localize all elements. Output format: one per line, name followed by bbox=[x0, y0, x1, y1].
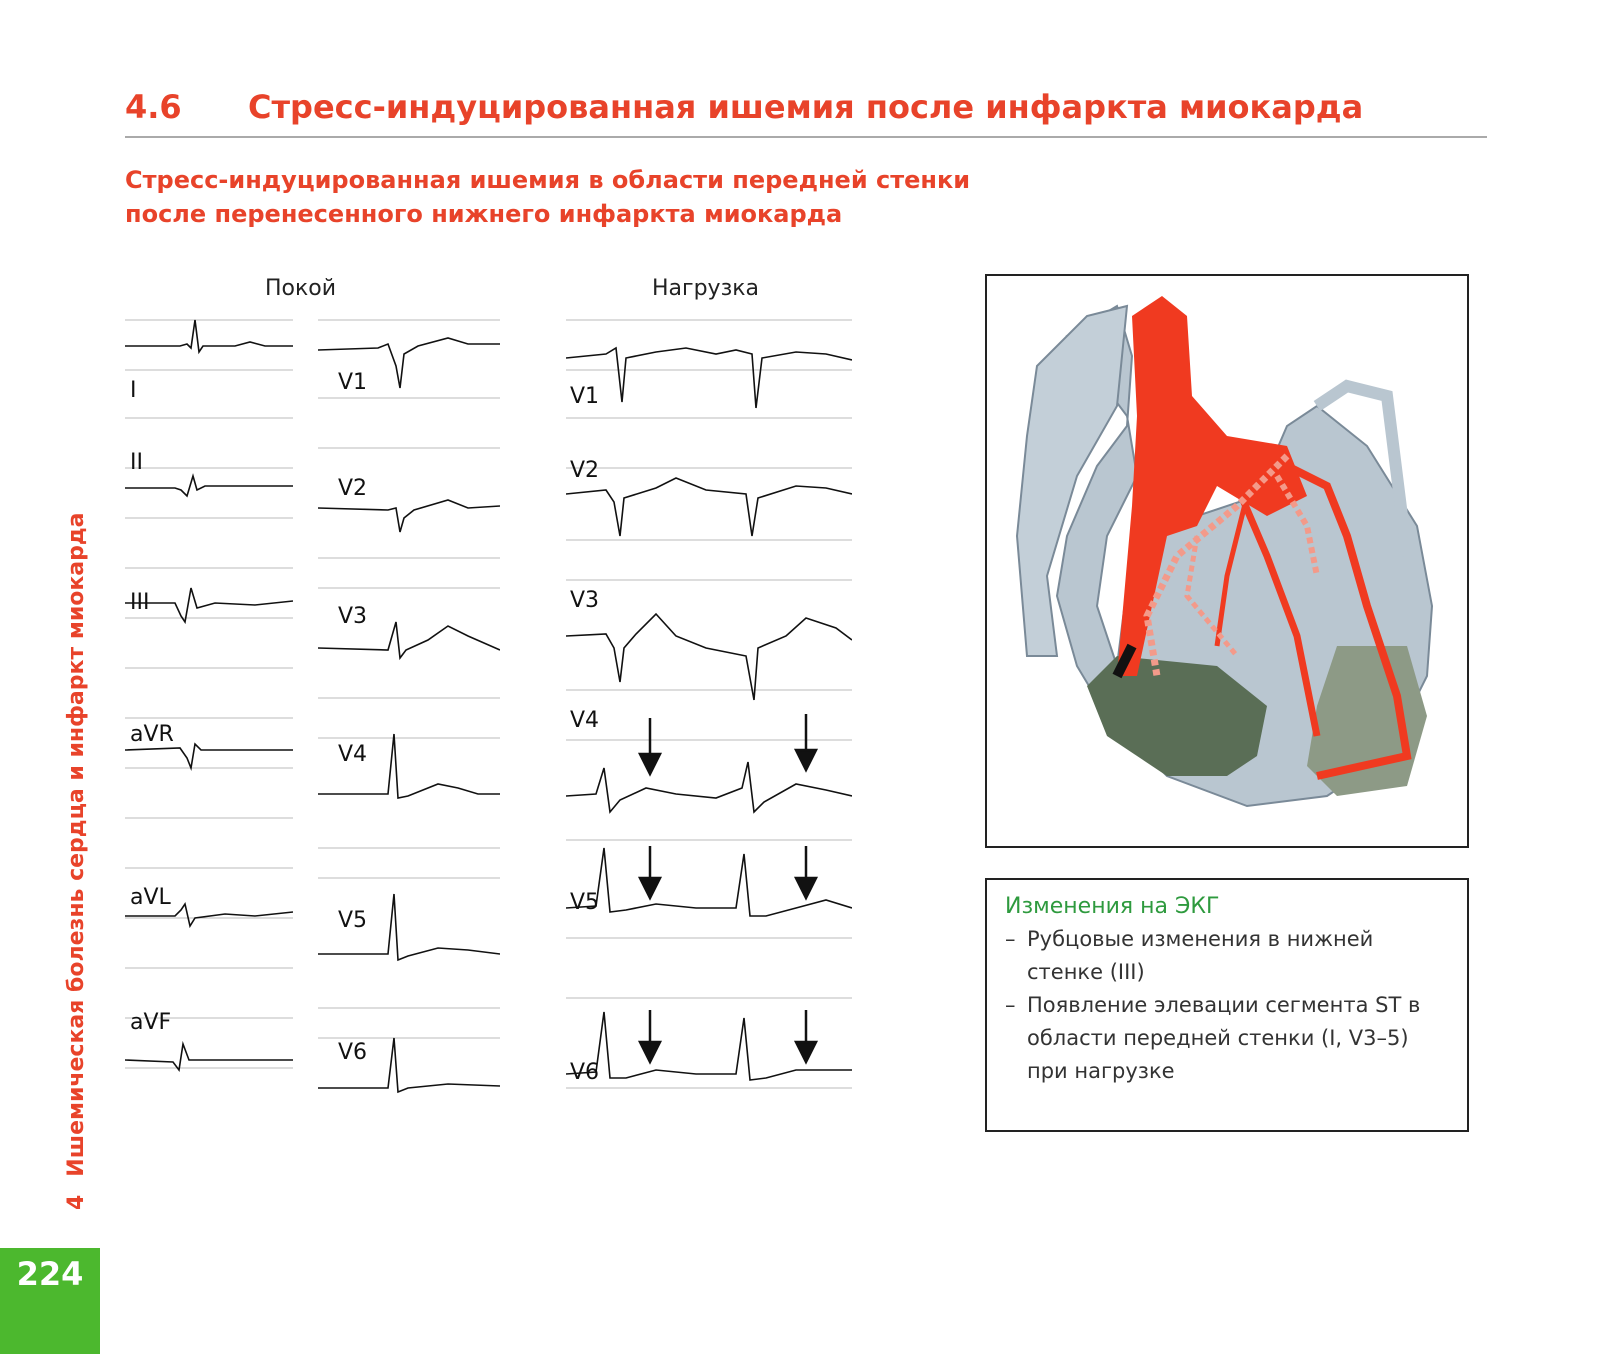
section-number: 4.6 bbox=[125, 88, 182, 126]
heart-illustration bbox=[1015, 296, 1434, 808]
page-number-tab bbox=[0, 1248, 100, 1354]
page-number: 224 bbox=[16, 1255, 84, 1293]
figure-subtitle-line-2: после перенесенного нижнего инфаркта мио… bbox=[125, 200, 843, 228]
ecg-precordial-rest bbox=[317, 318, 501, 1108]
rest-lead-label-v3: V3 bbox=[338, 604, 368, 629]
chapter-sidebar: 4 Ишемическая болезнь сердца и инфаркт ми… bbox=[45, 470, 105, 1211]
lead-label-avr: aVR bbox=[130, 722, 174, 747]
ecg-change-item: –Рубцовые изменения в нижней стенке (III… bbox=[1005, 923, 1449, 989]
figure-subtitle-line-1: Стресс-индуцированная ишемия в области п… bbox=[125, 166, 971, 194]
rest-lead-label-v4: V4 bbox=[338, 742, 368, 767]
load-lead-label-v6: V6 bbox=[570, 1060, 600, 1085]
heart-illustration-frame bbox=[985, 274, 1469, 848]
ecg-change-text: Появление элевации сегмента ST в области… bbox=[1027, 993, 1421, 1083]
load-column-heading: Нагрузка bbox=[652, 276, 760, 301]
load-lead-label-v3: V3 bbox=[570, 588, 600, 613]
rest-lead-label-v6: V6 bbox=[338, 1040, 368, 1065]
section-title: Стресс-индуцированная ишемия после инфар… bbox=[248, 88, 1364, 126]
ecg-precordial-rest-strips bbox=[317, 319, 501, 1094]
dash-bullet: – bbox=[1005, 993, 1016, 1017]
lead-label-avl: aVL bbox=[130, 885, 171, 910]
ecg-precordial-load-strips bbox=[565, 319, 853, 1089]
load-lead-label-v1: V1 bbox=[570, 384, 600, 409]
ecg-limb-leads-rest bbox=[124, 318, 294, 1108]
ecg-changes-box: Изменения на ЭКГ –Рубцовые изменения в н… bbox=[985, 878, 1469, 1132]
load-lead-label-v4: V4 bbox=[570, 708, 600, 733]
chapter-sidebar-text: 4 Ишемическая болезнь сердца и инфаркт ми… bbox=[57, 470, 97, 1211]
lead-label-i: I bbox=[130, 378, 137, 403]
load-lead-label-v5: V5 bbox=[570, 890, 600, 915]
rest-column-heading: Покой bbox=[265, 276, 337, 301]
rest-lead-label-v5: V5 bbox=[338, 908, 368, 933]
rest-lead-label-v2: V2 bbox=[338, 476, 368, 501]
rest-lead-label-v1: V1 bbox=[338, 370, 368, 395]
ecg-changes-title: Изменения на ЭКГ bbox=[1005, 894, 1220, 919]
title-divider bbox=[125, 136, 1487, 138]
chapter-title: Ишемическая болезнь сердца и инфаркт мио… bbox=[64, 512, 89, 1177]
load-lead-label-v2: V2 bbox=[570, 458, 600, 483]
ecg-limb-strips bbox=[124, 319, 294, 1073]
lead-label-avf: aVF bbox=[130, 1010, 172, 1035]
lead-label-ii: II bbox=[130, 450, 143, 475]
dash-bullet: – bbox=[1005, 927, 1016, 951]
chapter-number: 4 bbox=[64, 1194, 89, 1210]
ecg-change-text: Рубцовые изменения в нижней стенке (III) bbox=[1027, 927, 1374, 984]
ecg-change-item: –Появление элевации сегмента ST в област… bbox=[1005, 989, 1449, 1088]
ecg-precordial-load bbox=[565, 318, 853, 1108]
lead-label-iii: III bbox=[130, 590, 150, 615]
